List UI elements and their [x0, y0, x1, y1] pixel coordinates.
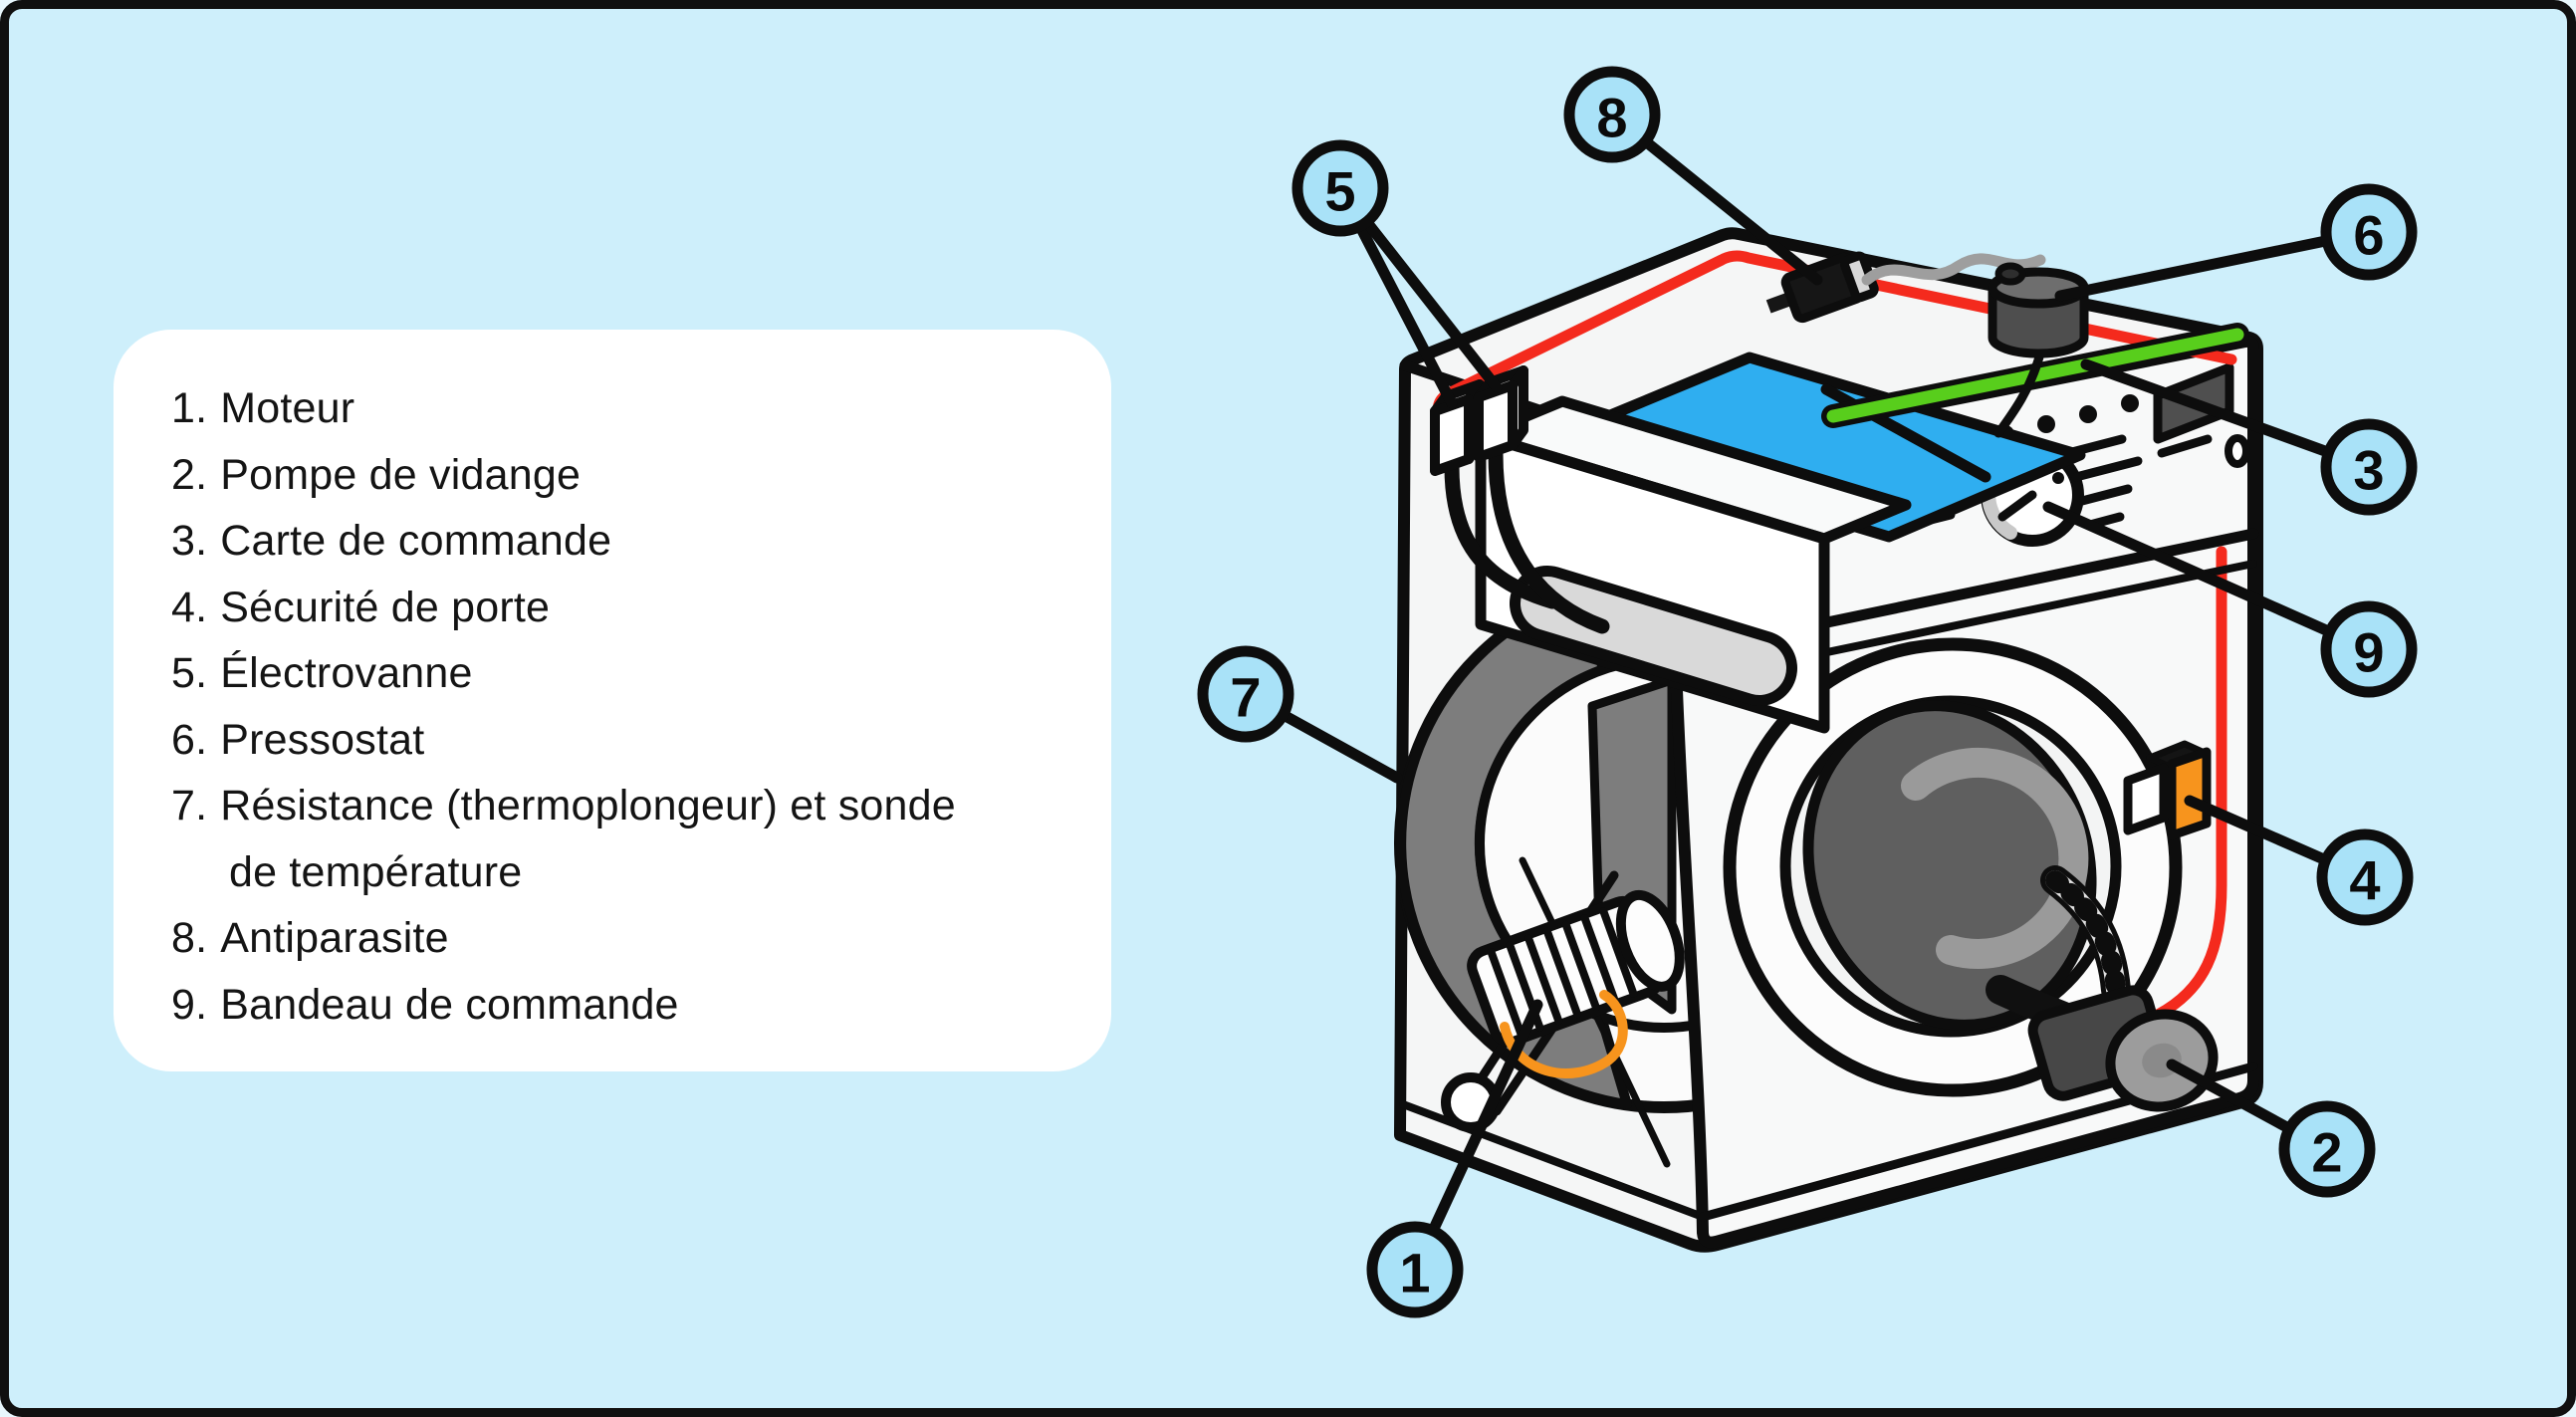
- legend-item-1: 1.Moteur: [171, 375, 982, 442]
- suppressor: [1765, 251, 1879, 324]
- legend-item-label: Moteur: [220, 384, 355, 432]
- legend-item-4: 4.Sécurité de porte: [171, 575, 982, 641]
- callouts: 1 2 3 4 5: [1197, 66, 2418, 1318]
- legend-item-label: Sécurité de porte: [220, 583, 551, 631]
- callout-8-bubble: [1563, 66, 1661, 163]
- legend-item-label: Résistance (thermoplongeur) et sonde de …: [220, 782, 956, 896]
- legend-item-5: 5.Électrovanne: [171, 640, 982, 707]
- door-lock: [2123, 740, 2212, 840]
- legend-item-number: 4.: [171, 583, 208, 631]
- legend-item-2: 2.Pompe de vidange: [171, 442, 982, 509]
- motor: [1467, 889, 1685, 1048]
- callout-8-number: 8: [1596, 87, 1627, 149]
- legend-item-number: 6.: [171, 715, 208, 764]
- legend-item-label: Carte de commande: [220, 517, 612, 565]
- legend-item-label: Antiparasite: [220, 914, 449, 962]
- callout-6-number: 6: [2353, 204, 2384, 267]
- callout-3-number: 3: [2353, 439, 2384, 502]
- callout-7-bubble: [1197, 645, 1294, 743]
- callout-9-bubble: [2320, 600, 2418, 698]
- suppressor-prong: [1765, 292, 1792, 314]
- valve-wire: [1444, 459, 1560, 609]
- legend-item-number: 9.: [171, 980, 208, 1029]
- callout-1-number: 1: [1399, 1242, 1430, 1304]
- base-line-left: [1399, 1100, 1707, 1221]
- red-wire-front: [2152, 546, 2227, 1021]
- callout-4: 4: [2184, 795, 2414, 926]
- legend-item-number: 1.: [171, 384, 208, 432]
- legend-item-number: 7.: [171, 782, 208, 829]
- callout-2-bubble: [2278, 1100, 2376, 1198]
- legend-item-label: Pompe de vidange: [220, 450, 582, 499]
- callout-7: 7: [1197, 645, 1403, 784]
- callout-9-number: 9: [2353, 621, 2384, 684]
- callout-8: 8: [1563, 66, 1823, 286]
- panel-hole: [2225, 434, 2250, 468]
- legend-item-3: 3.Carte de commande: [171, 508, 982, 575]
- callout-9-leader: [2042, 501, 2375, 655]
- legend-item-number: 8.: [171, 914, 208, 962]
- door: [1723, 637, 2183, 1097]
- knob-mark: [2052, 472, 2064, 484]
- callout-1: 1: [1366, 999, 1543, 1318]
- legend-item-number: 3.: [171, 517, 208, 565]
- knob-pointer: [1997, 490, 2037, 522]
- callout-2: 2: [2166, 1059, 2376, 1198]
- legend-item-7: 7. Résistance (thermoplongeur) et sonde d…: [171, 773, 982, 905]
- motor-ribs: [1487, 907, 1638, 1039]
- legend-item-9: 9.Bandeau de commande: [171, 972, 982, 1039]
- door-lock-orange-body: [2167, 747, 2212, 840]
- callout-4-number: 4: [2349, 849, 2380, 912]
- pressure-switch-wire: [1993, 349, 2045, 438]
- callout-3: 3: [2080, 358, 2418, 516]
- callout-5-bubble: [1291, 139, 1389, 237]
- valve-1: [1430, 379, 1485, 476]
- callout-6-bubble: [2320, 183, 2418, 281]
- pressure-switch-nub: [1994, 262, 2026, 286]
- valve-wire: [1488, 446, 1610, 634]
- callout-1-bubble: [1366, 1221, 1464, 1318]
- callout-5: 5: [1291, 139, 1503, 409]
- callout-1-leader: [1409, 999, 1543, 1276]
- callout-4-bubble: [2316, 828, 2414, 926]
- legend-item-6: 6.Pressostat: [171, 707, 982, 774]
- motor-end-cap: [1615, 889, 1685, 992]
- door-lock-clip: [2123, 763, 2169, 835]
- power-inlet-mark: [2157, 434, 2213, 458]
- callout-2-number: 2: [2311, 1121, 2342, 1184]
- callout-6: 6: [2054, 183, 2418, 302]
- legend-item-label: Électrovanne: [220, 649, 473, 697]
- corrugated-hose-ribs: [2045, 870, 2126, 1000]
- drain-pump: [2027, 985, 2219, 1112]
- legend-item-label: Bandeau de commande: [220, 980, 679, 1029]
- callout-9: 9: [2042, 501, 2418, 698]
- legend-item-8: 8.Antiparasite: [171, 905, 982, 972]
- top-face: [1399, 250, 2249, 734]
- callout-5-number: 5: [1324, 160, 1355, 223]
- legend-item-label: Pressostat: [220, 715, 425, 764]
- legend-item-number: 5.: [171, 649, 208, 697]
- washing-machine-diagram: 1 2 3 4 5: [1197, 66, 2418, 1318]
- legend-item-number: 2.: [171, 450, 208, 499]
- callout-3-leader: [2080, 358, 2375, 473]
- callout-7-number: 7: [1230, 666, 1261, 729]
- door-glass-highlight: [1901, 748, 2089, 969]
- callout-3-bubble: [2320, 418, 2418, 516]
- callout-6-leader: [2054, 226, 2375, 302]
- orange-wire: [1500, 990, 1628, 1078]
- legend-card: 1.Moteur 2.Pompe de vidange 3.Carte de c…: [114, 330, 1111, 1071]
- inlet-valves: [1430, 365, 1610, 634]
- valve-2: [1474, 365, 1528, 462]
